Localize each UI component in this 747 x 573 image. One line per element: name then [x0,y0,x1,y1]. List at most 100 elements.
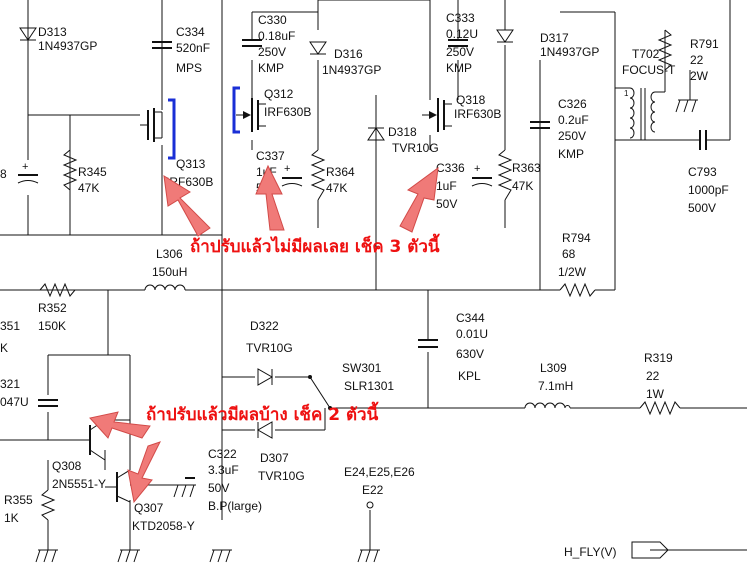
resistor-r364 [310,149,326,201]
r794-power: 1/2W [558,265,587,279]
r319-value: 22 [646,369,660,383]
capacitor-c330 [242,12,262,47]
t702-ref: T702 [632,47,660,61]
c330-voltage: 250V [258,45,286,59]
cut-label-321: 321 [0,377,20,391]
d307-value: TVR10G [258,469,305,483]
c330-ref: C330 [258,13,287,27]
ground-symbol [675,99,698,113]
ground-symbol [357,549,380,563]
diode-d322 [257,368,274,386]
red-arrow-q312 [255,164,285,231]
t702-value: FOCUS-T [622,63,676,77]
c333-ref: C333 [446,11,475,25]
wires [0,0,747,551]
cut-label-k: K [0,341,8,355]
d322-ref: D322 [250,319,279,333]
resistor-r345 [62,149,78,191]
d317-value: 1N4937GP [540,45,599,59]
capacitor-c336: + [471,163,493,187]
c326-ref: C326 [558,97,587,111]
d322-value: TVR10G [246,341,293,355]
d316-value: 1N4937GP [322,63,381,77]
highlight-bracket [232,86,240,134]
ground-symbols [35,99,698,563]
resistor-r319 [639,400,681,416]
mosfet-q312 [236,98,266,132]
capacitor-c793 [699,130,707,150]
ground-symbol [117,549,140,563]
resistor-r363 [497,149,513,201]
q318-ref: Q318 [456,93,486,107]
c334-value: 520nF [176,41,210,55]
diode-d317 [496,29,514,43]
annotation-bottom: ถ้าปรับแล้วมีผลบ้าง เช็ค 2 ตัวนี้ [146,401,379,425]
l306-value: 150uH [152,265,187,279]
net-label-h-fly: H_FLY(V) [564,545,616,559]
transformer-t702 [615,80,666,140]
q308-value: 2N5551-Y [52,477,106,491]
cut-label-8: 8 [0,167,7,181]
c333-extra: KMP [446,61,472,75]
d318-ref: D318 [388,125,417,139]
red-arrow-q318 [399,166,439,233]
test-point-refs: E24,E25,E26 [344,465,415,479]
r319-power: 1W [646,387,665,401]
polarity-plus-sign: + [22,161,28,173]
q312-ref: Q312 [264,87,294,101]
c344-ref: C344 [456,311,485,325]
capacitor-c337: + [281,163,303,187]
red-arrow-q307 [127,441,161,504]
r363-value: 47K [512,179,533,193]
test-point-e22 [366,501,374,509]
cut-label-047u: 047U [0,395,29,409]
c344-value: 0.01U [456,327,488,341]
r345-ref: R345 [78,165,107,179]
l309-ref: L309 [540,361,567,375]
diode-d316 [309,41,327,55]
c336-voltage: 50V [436,197,457,211]
switch-sw301 [308,375,332,410]
c337-ref: C337 [256,149,285,163]
r352-ref: R352 [38,301,67,315]
c336-ref: C336 [436,161,465,175]
c336-value: 1uF [436,179,457,193]
c334-extra: MPS [176,61,202,75]
r363-ref: R363 [512,161,541,175]
q312-value: IRF630B [264,105,311,119]
c326-voltage: 250V [558,129,586,143]
c344-voltage: 630V [456,347,484,361]
inductor-l309 [524,402,571,409]
sw301-value: SLR1301 [344,379,394,393]
r345-value: 47K [78,181,99,195]
capacitor-c326 [530,121,550,129]
resistor-r794 [559,282,596,298]
c322-voltage: 50V [208,481,229,495]
r355-ref: R355 [4,493,33,507]
inductor-l306 [144,284,186,291]
test-point-e22-label: E22 [362,483,384,497]
q318-value: IRF630B [454,107,501,121]
c326-extra: KMP [558,147,584,161]
r364-ref: R364 [326,165,355,179]
d318-value: TVR10G [392,141,439,155]
polarity-plus-sign: + [474,163,480,175]
resistor-r355 [40,489,56,521]
l306-ref: L306 [156,247,183,261]
red-arrow-q313 [163,175,211,237]
c322-ref: C322 [208,447,237,461]
c322-extra: B.P(large) [208,499,262,513]
q307-value: KTD2058-Y [132,519,195,533]
r791-value: 22 [690,53,704,67]
c322-value: 3.3uF [208,463,239,477]
l309-value: 7.1mH [538,379,573,393]
ground-symbol [173,484,196,498]
d307-ref: D307 [260,451,289,465]
t702-pin: 1 [624,89,629,98]
capacitor-c333 [448,0,468,47]
net-label-shape [631,541,747,559]
highlight-brackets [168,86,240,160]
c333-value: 0.12U [446,27,478,41]
diode-d313 [19,27,37,41]
